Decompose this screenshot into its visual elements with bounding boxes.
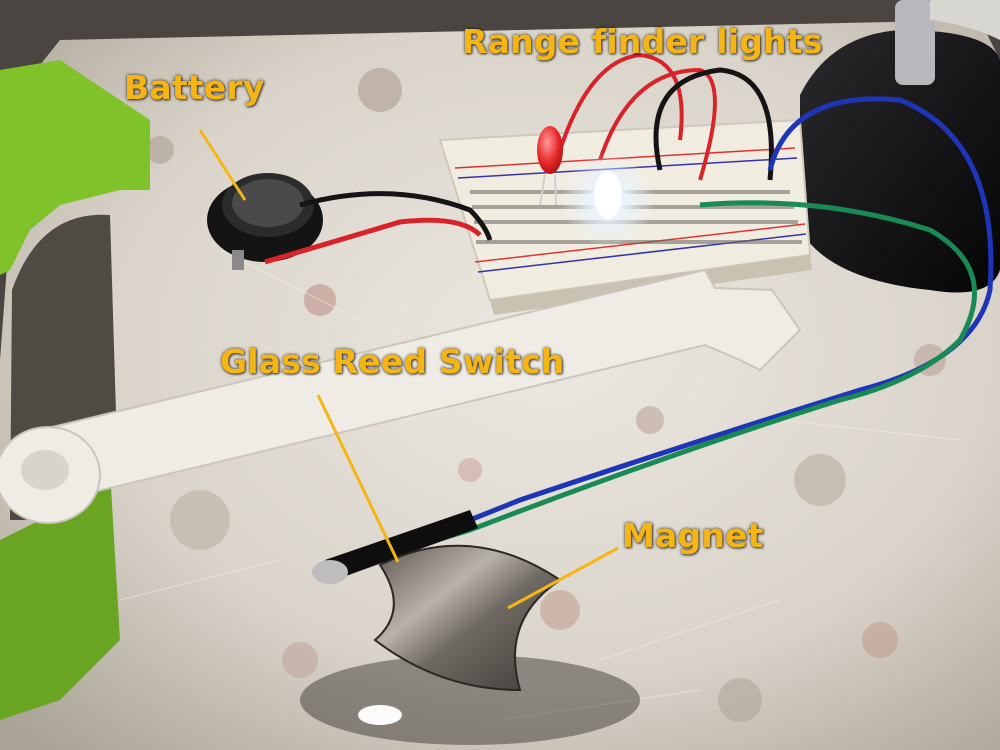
lamp-post xyxy=(895,0,935,85)
lamp-stand xyxy=(800,30,1000,293)
red-led xyxy=(537,126,563,206)
wire-red xyxy=(264,217,482,265)
range-finder-lights-label: Range finder lights xyxy=(462,22,823,61)
corner-object xyxy=(930,0,1000,40)
leader-battery xyxy=(198,129,247,201)
board-stains xyxy=(146,68,946,722)
green-mat xyxy=(0,60,150,275)
leader-reed-switch xyxy=(316,394,400,563)
wire-black xyxy=(299,191,493,241)
glue-drop xyxy=(358,705,402,725)
wire-green xyxy=(419,200,977,548)
white-lever-arm xyxy=(0,268,802,524)
reed-switch xyxy=(312,510,478,584)
battery-label: Battery xyxy=(124,68,265,107)
wire-blue xyxy=(469,96,994,523)
coin-battery xyxy=(207,173,323,270)
white-led xyxy=(560,152,656,248)
magnet-label: Magnet xyxy=(622,516,764,555)
led-wire-black xyxy=(653,67,774,181)
led-wire-red-2 xyxy=(598,67,717,181)
leader-magnet xyxy=(507,546,619,610)
glass-reed-switch-label: Glass Reed Switch xyxy=(220,342,565,381)
led-wire-red-1 xyxy=(558,52,684,151)
green-mat-lower xyxy=(0,470,120,720)
leader-lines xyxy=(198,129,619,610)
